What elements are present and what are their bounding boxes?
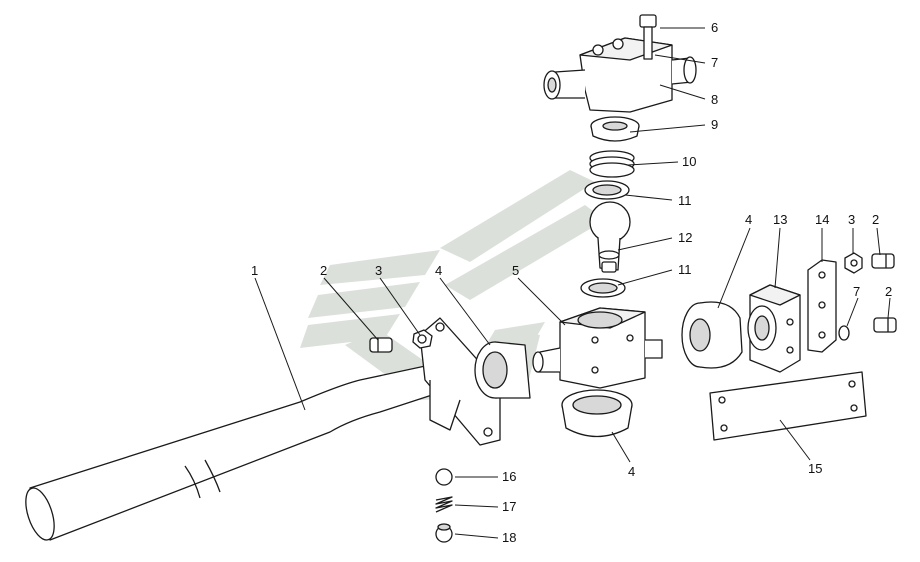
callout-8: 8	[711, 92, 718, 107]
plate-part-15	[709, 371, 867, 441]
callout-18: 18	[502, 530, 516, 545]
callout-3-left: 3	[375, 263, 382, 278]
callout-1: 1	[251, 263, 258, 278]
ball-part-16	[435, 468, 453, 486]
callout-17: 17	[502, 499, 516, 514]
callout-labels: 1 2 3 4 5 6 7 8 9 10 11 12 11 4 13 14 3 …	[251, 20, 892, 545]
ball-pin-part-12	[589, 201, 631, 273]
housing-part-13	[747, 284, 801, 373]
washer-part-11-lower	[580, 278, 626, 298]
bushing-part-4-right	[681, 301, 743, 369]
spring-part-17	[435, 496, 453, 513]
plug-part-18	[435, 523, 453, 543]
callout-9: 9	[711, 117, 718, 132]
callout-2-right-upper: 2	[872, 212, 879, 227]
leader-lines	[254, 27, 891, 539]
callout-16: 16	[502, 469, 516, 484]
housing-part-5	[532, 307, 663, 389]
bushing-part-4-left	[474, 341, 531, 399]
callout-7-right: 7	[853, 284, 860, 299]
washer-part-7-right	[838, 325, 850, 341]
callout-4-right: 4	[745, 212, 752, 227]
washer-part-11-upper	[584, 180, 630, 200]
callout-7-top: 7	[711, 55, 718, 70]
callout-2-left: 2	[320, 263, 327, 278]
callout-5: 5	[512, 263, 519, 278]
nut-part-3-right	[844, 252, 863, 274]
head-block-part-8	[543, 37, 697, 113]
callout-11-upper: 11	[678, 193, 692, 208]
bolt-part-6	[639, 14, 657, 60]
callout-12: 12	[678, 230, 692, 245]
flange-part-4	[419, 317, 501, 446]
nut-part-3-left	[412, 329, 433, 349]
bolt-part-2-right-lower	[873, 317, 897, 333]
cup-part-9	[590, 116, 640, 142]
tube-part-1	[25, 364, 433, 541]
plate-part-14	[807, 259, 837, 353]
callout-2-right-lower: 2	[885, 284, 892, 299]
callout-4-bottom: 4	[628, 464, 635, 479]
callout-13: 13	[773, 212, 787, 227]
spring-part-10	[589, 150, 635, 178]
callout-10: 10	[682, 154, 696, 169]
callout-15: 15	[808, 461, 822, 476]
callout-3-right: 3	[848, 212, 855, 227]
callout-11-lower: 11	[678, 262, 692, 277]
bushing-part-4-bottom	[561, 389, 633, 438]
callout-6: 6	[711, 20, 718, 35]
callout-14: 14	[815, 212, 829, 227]
callout-4-left: 4	[435, 263, 442, 278]
bolt-part-2-left	[369, 337, 393, 353]
bolt-part-2-right-upper	[871, 253, 895, 269]
